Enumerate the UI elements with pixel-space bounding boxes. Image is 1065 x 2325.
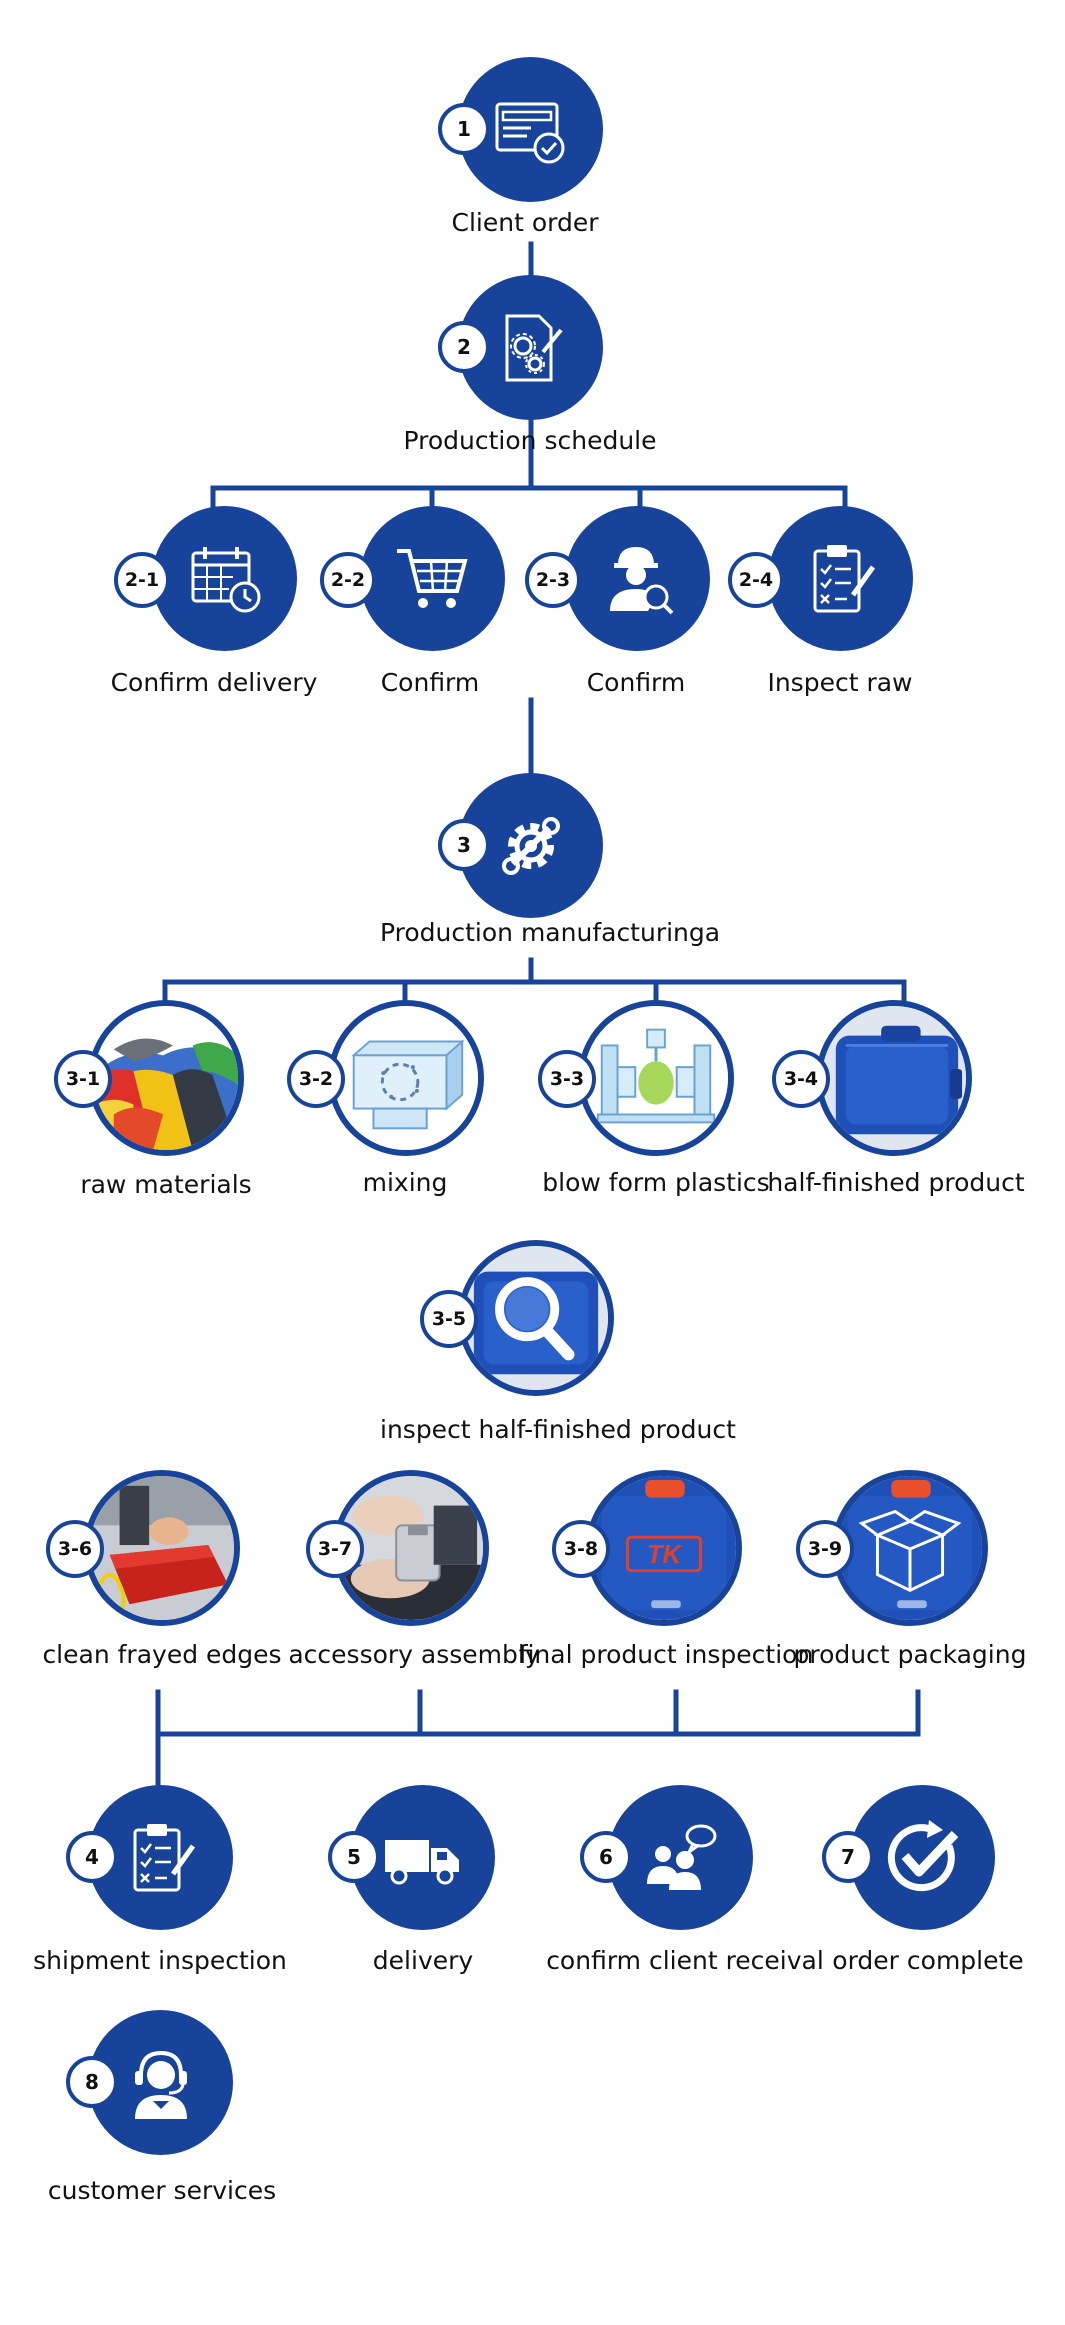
step-3-3-circle (578, 1000, 734, 1156)
packaging-photo (838, 1476, 982, 1620)
step-3-8-circle: TK (586, 1470, 742, 1626)
step-2-2-badge: 2-2 (320, 552, 376, 608)
step-4-label: shipment inspection (33, 1946, 287, 1975)
step-7-label: order complete (832, 1946, 1024, 1975)
magnifier-case-photo (464, 1246, 608, 1390)
step-3-6-label: clean frayed edges (42, 1640, 282, 1669)
step-3-label: Production manufacturinga (380, 918, 721, 947)
step-3-4-label: half-finished product (767, 1168, 1025, 1197)
check-circle-icon (887, 1819, 958, 1891)
step-2-2-circle (360, 506, 505, 651)
schedule-gears-icon (505, 314, 563, 381)
step-3-5-label: inspect half-finished product (380, 1415, 736, 1444)
shopping-cart-icon (396, 548, 468, 608)
step-3-1-label: raw materials (80, 1170, 252, 1199)
cleaning-photo (90, 1476, 234, 1620)
step-3-badge: 3 (438, 819, 490, 871)
step-2-4-circle (768, 506, 913, 651)
headset-agent-icon (134, 2050, 187, 2119)
step-3-8-badge: 3-8 (552, 1520, 610, 1578)
clipboard-checklist-icon (133, 1823, 195, 1891)
step-3-6-badge: 3-6 (46, 1520, 104, 1578)
step-6-label: confirm client receival (546, 1946, 824, 1975)
step-3-2-circle (328, 1000, 484, 1156)
step-3-5-circle (458, 1240, 614, 1396)
step-3-2-badge: 3-2 (287, 1050, 345, 1108)
worker-search-icon (609, 546, 673, 614)
step-2-label: Production schedule (403, 426, 657, 455)
step-2-3-circle (565, 506, 710, 651)
step-3-9-badge: 3-9 (796, 1520, 854, 1578)
step-3-2-label: mixing (362, 1168, 448, 1197)
step-5-badge: 5 (328, 1831, 380, 1883)
tk-logo: TK (647, 1541, 684, 1569)
people-chat-icon (646, 1824, 716, 1890)
step-3-9-circle (832, 1470, 988, 1626)
step-1-badge: 1 (438, 103, 490, 155)
step-5-label: delivery (372, 1946, 474, 1975)
step-3-9-label: product packaging (793, 1640, 1027, 1669)
clipboard-checklist-icon (813, 544, 875, 612)
step-3-1-badge: 3-1 (54, 1050, 112, 1108)
raw-materials-photo (94, 1006, 238, 1150)
gear-wrench-icon (501, 816, 560, 875)
blue-case-photo (822, 1006, 966, 1150)
tk-case-photo: TK (592, 1476, 736, 1620)
step-2-1-badge: 2-1 (114, 552, 170, 608)
step-3-1-circle (88, 1000, 244, 1156)
step-2-3-badge: 2-3 (525, 552, 581, 608)
step-6-badge: 6 (580, 1831, 632, 1883)
step-3-8-label: final product inspection (518, 1640, 814, 1669)
step-3-3-badge: 3-3 (538, 1050, 596, 1108)
step-6-circle (608, 1785, 753, 1930)
step-3-4-circle (816, 1000, 972, 1156)
step-2-badge: 2 (438, 321, 490, 373)
truck-icon (384, 1839, 459, 1884)
step-8-label: customer services (47, 2176, 277, 2205)
order-document-icon (495, 102, 564, 163)
step-2-4-badge: 2-4 (728, 552, 784, 608)
step-3-6-circle (84, 1470, 240, 1626)
step-3-7-badge: 3-7 (306, 1520, 364, 1578)
blow-molding-photo (584, 1006, 728, 1150)
step-7-badge: 7 (822, 1831, 874, 1883)
step-1-label: Client order (451, 208, 599, 237)
step-3-7-label: accessory assembly (288, 1640, 540, 1669)
step-3-3-label: blow form plastics (542, 1168, 770, 1197)
step-2-1-circle (152, 506, 297, 651)
step-7-circle (850, 1785, 995, 1930)
step-2-4-label: Inspect raw (767, 668, 913, 697)
step-4-badge: 4 (66, 1831, 118, 1883)
step-2-3-label: Confirm (586, 668, 686, 697)
calendar-icon (191, 546, 260, 612)
step-3-5-badge: 3-5 (420, 1290, 478, 1348)
step-3-4-badge: 3-4 (772, 1050, 830, 1108)
step-8-badge: 8 (66, 2056, 118, 2108)
step-2-2-label: Confirm (380, 668, 480, 697)
step-2-1-label: Confirm delivery (110, 668, 318, 697)
mixing-photo (334, 1006, 478, 1150)
